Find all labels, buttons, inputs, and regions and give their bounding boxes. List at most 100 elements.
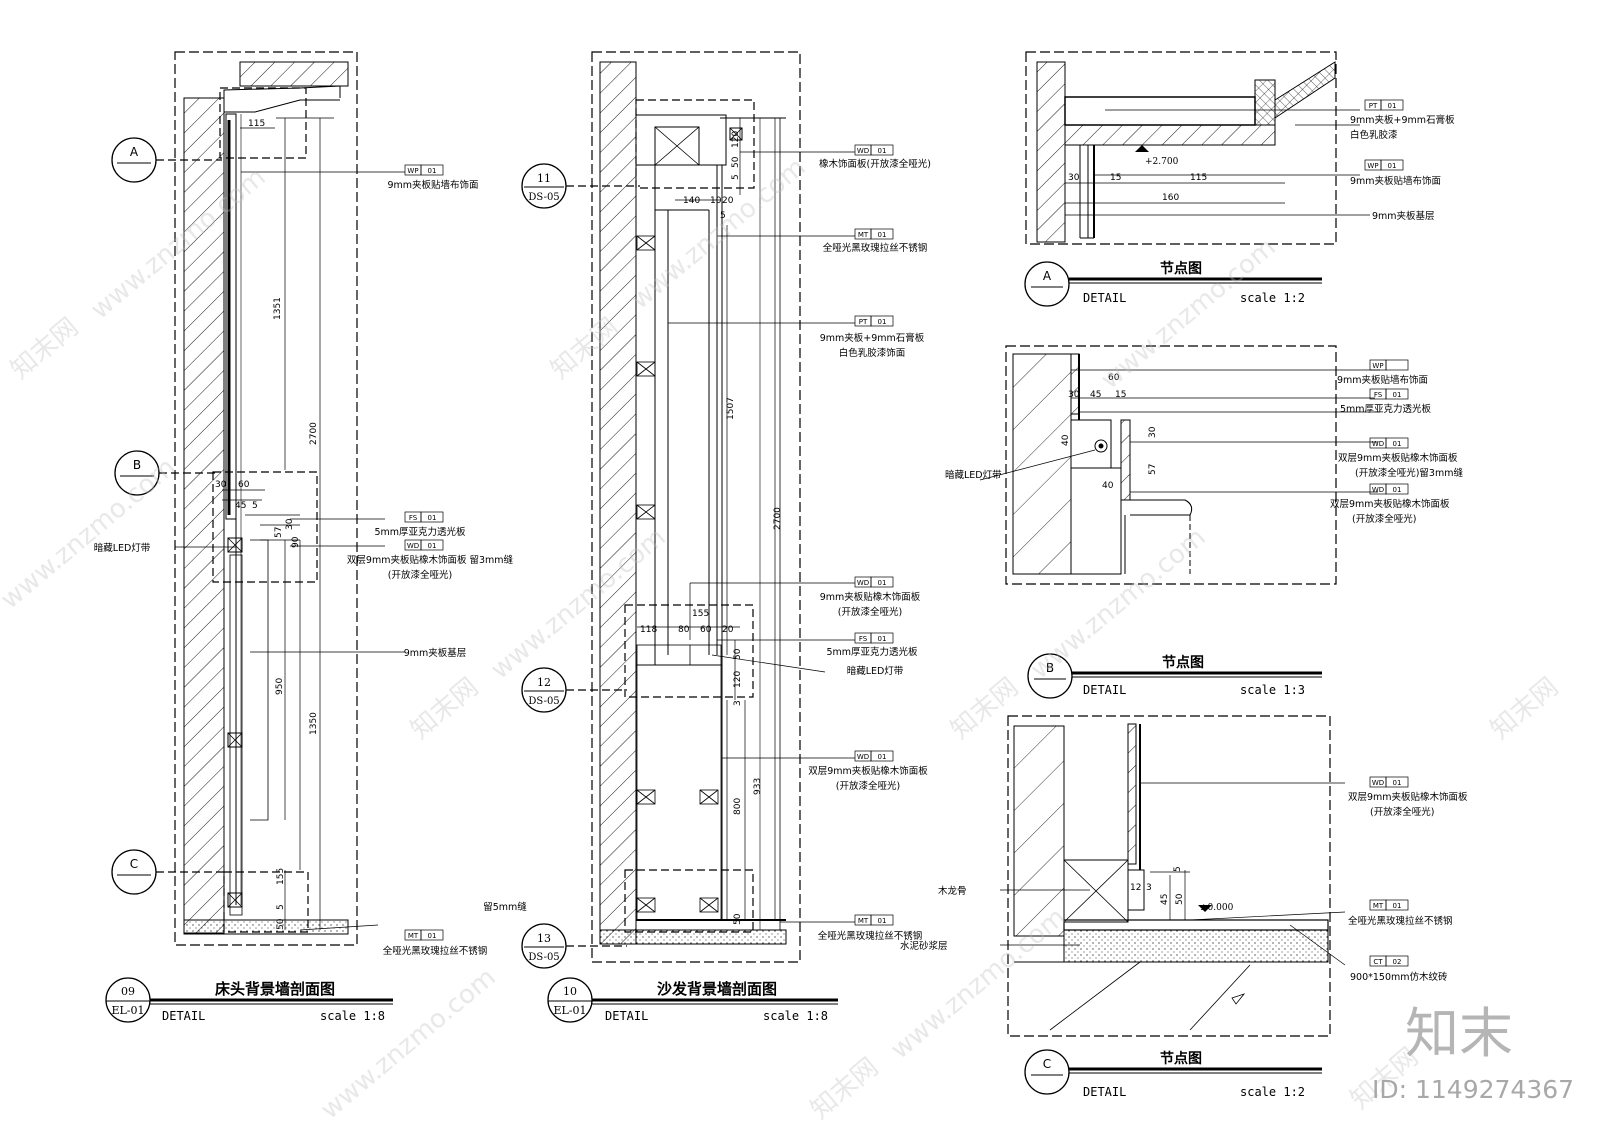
svg-text:01: 01	[428, 167, 437, 175]
section-marker-11[interactable]: 11 DS-05	[521, 163, 640, 209]
svg-text:(开放漆全哑光): (开放漆全哑光)	[836, 780, 900, 792]
svg-text:160: 160	[1162, 193, 1179, 203]
dim-90: 90	[291, 536, 301, 548]
tag-wd01-c: WD 01 双层9mm夹板贴橡木饰面板 (开放漆全哑光)	[808, 750, 928, 792]
svg-text:DETAIL: DETAIL	[605, 1009, 648, 1023]
svg-text:12: 12	[537, 676, 551, 689]
svg-text:20: 20	[722, 196, 734, 206]
tag-ct02: CT 02 900*150mm仿木纹砖	[1350, 955, 1448, 983]
section-marker-12[interactable]: 12 DS-05	[521, 667, 627, 713]
label-led-b: 暗藏LED灯带	[945, 469, 1002, 481]
svg-text:3: 3	[1146, 883, 1152, 893]
svg-text:CT: CT	[1373, 958, 1383, 966]
svg-text:9mm夹板+9mm石膏板: 9mm夹板+9mm石膏板	[820, 332, 925, 344]
svg-text:01: 01	[878, 147, 887, 155]
svg-text:全哑光黑玫瑰拉丝不锈钢: 全哑光黑玫瑰拉丝不锈钢	[1348, 915, 1453, 927]
svg-text:知末网: 知末网	[1485, 672, 1564, 745]
tag-wd01-a: WD 01 橡木饰面板(开放漆全哑光)	[819, 144, 931, 170]
dim-30b: 30	[285, 518, 295, 530]
svg-text:10: 10	[563, 985, 577, 998]
svg-text:120: 120	[733, 671, 743, 688]
section-marker-13[interactable]: 13 DS-05	[521, 923, 627, 969]
svg-text:01: 01	[878, 579, 887, 587]
section-marker-a[interactable]: A	[111, 137, 222, 183]
svg-text:知末网: 知末网	[945, 672, 1024, 745]
svg-text:01: 01	[428, 542, 437, 550]
panel-detail-a: +2.700 30 15 115 160 PT 01 9mm夹板+9mm石膏板 …	[1024, 51, 1455, 307]
svg-text:节点图: 节点图	[1160, 1050, 1202, 1067]
svg-text:30: 30	[1068, 390, 1080, 400]
svg-text:PT: PT	[1369, 102, 1378, 110]
svg-text:节点图: 节点图	[1162, 654, 1204, 671]
svg-text:www.znzmo.com: www.znzmo.com	[315, 962, 501, 1125]
svg-text:全哑光黑玫瑰拉丝不锈钢: 全哑光黑玫瑰拉丝不锈钢	[818, 930, 923, 942]
svg-text:WD: WD	[857, 147, 869, 155]
svg-text:900*150mm仿木纹砖: 900*150mm仿木纹砖	[1350, 971, 1448, 983]
svg-text:知末网: 知末网	[5, 312, 84, 385]
svg-text:50: 50	[1175, 893, 1185, 905]
panel-frame	[174, 51, 358, 946]
section-marker-b[interactable]: B	[114, 450, 215, 496]
svg-text:白色乳胶漆: 白色乳胶漆	[1350, 129, 1398, 141]
svg-text:DETAIL: DETAIL	[1083, 683, 1126, 697]
svg-text:www.znzmo.com: www.znzmo.com	[485, 522, 671, 685]
svg-text:MT: MT	[858, 917, 869, 925]
title-block-10: 10 EL-01 沙发背景墙剖面图 DETAIL scale 1:8	[547, 977, 838, 1023]
title-10: 沙发背景墙剖面图	[657, 980, 777, 998]
dim-5b: 5	[276, 904, 286, 910]
svg-text:9mm夹板贴墙布饰面: 9mm夹板贴墙布饰面	[1350, 175, 1441, 187]
label-led-10: 暗藏LED灯带	[847, 665, 904, 677]
svg-text:5: 5	[1173, 866, 1183, 872]
svg-text:FS: FS	[409, 514, 418, 522]
title-block-b: B 节点图 DETAIL scale 1:3	[1027, 653, 1322, 699]
tag-fs01-b: FS 01 5mm厚亚克力透光板	[1340, 388, 1432, 415]
tag-mt01-c: MT 01 全哑光黑玫瑰拉丝不锈钢	[1348, 899, 1453, 927]
svg-text:EL-01: EL-01	[553, 1004, 586, 1017]
svg-text:(开放漆全哑光): (开放漆全哑光)	[388, 569, 452, 581]
svg-text:EL-01: EL-01	[111, 1004, 144, 1017]
svg-text:双层9mm夹板贴橡木饰面板: 双层9mm夹板贴橡木饰面板	[1330, 498, 1450, 510]
svg-text:scale 1:8: scale 1:8	[320, 1009, 385, 1023]
svg-text:120: 120	[731, 131, 741, 148]
svg-text:01: 01	[1393, 779, 1402, 787]
svg-text:15: 15	[1110, 173, 1121, 183]
svg-text:scale 1:2: scale 1:2	[1240, 291, 1305, 305]
svg-text:全哑光黑玫瑰拉丝不锈钢: 全哑光黑玫瑰拉丝不锈钢	[383, 945, 488, 957]
dim-45: 45	[235, 501, 246, 511]
label-mortar: 水泥砂浆层	[900, 940, 948, 952]
svg-text:80: 80	[678, 625, 690, 635]
panel-bedhead-section: 115 1351 2700 30 60 45 5 57 30 90 950 13…	[94, 51, 527, 1023]
svg-text:933: 933	[753, 778, 763, 795]
svg-text:WD: WD	[407, 542, 419, 550]
svg-text:60: 60	[700, 625, 712, 635]
svg-text:白色乳胶漆饰面: 白色乳胶漆饰面	[839, 347, 906, 359]
label-gap: 留5mm缝	[483, 901, 527, 913]
svg-text:C: C	[130, 857, 138, 871]
svg-text:12: 12	[1130, 883, 1141, 893]
svg-text:WP: WP	[1372, 362, 1383, 370]
svg-text:3: 3	[733, 700, 743, 706]
svg-text:MT: MT	[408, 932, 419, 940]
section-marker-c[interactable]: C	[111, 849, 226, 895]
dim-155: 155	[276, 868, 286, 885]
svg-text:PT: PT	[859, 318, 868, 326]
dim-1350: 1350	[309, 712, 319, 735]
svg-text:30: 30	[1068, 173, 1080, 183]
svg-text:MT: MT	[858, 231, 869, 239]
svg-text:5: 5	[731, 174, 741, 180]
svg-text:30: 30	[1148, 426, 1158, 438]
svg-text:9mm夹板+9mm石膏板: 9mm夹板+9mm石膏板	[1350, 114, 1455, 126]
svg-text:scale 1:2: scale 1:2	[1240, 1085, 1305, 1099]
dim-1351: 1351	[273, 297, 283, 320]
svg-text:(开放漆全哑光): (开放漆全哑光)	[1352, 513, 1416, 525]
svg-text:DS-05: DS-05	[528, 952, 559, 963]
label-base: 9mm夹板基层	[404, 647, 467, 659]
svg-text:A: A	[1043, 269, 1052, 283]
svg-text:50: 50	[733, 913, 743, 925]
svg-text:(开放漆全哑光): (开放漆全哑光)	[838, 606, 902, 618]
svg-text:www.znzmo.com: www.znzmo.com	[885, 902, 1071, 1065]
svg-text:节点图: 节点图	[1160, 260, 1202, 277]
svg-text:±0.000: ±0.000	[1200, 903, 1234, 913]
svg-text:40: 40	[1061, 434, 1071, 446]
tag-pt01: PT 01 9mm夹板+9mm石膏板 白色乳胶漆饰面	[820, 315, 925, 359]
